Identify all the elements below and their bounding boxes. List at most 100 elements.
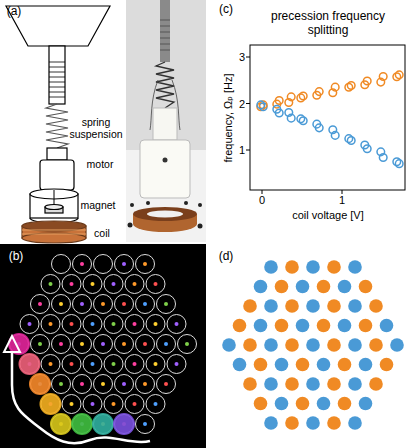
state-dot [359,319,373,333]
rotor-ring [62,315,81,334]
rotor-cell [73,375,92,394]
rotor-cell [146,315,165,334]
state-dot [380,319,394,333]
rotor-dot [70,282,74,286]
wave-marker [50,413,72,435]
rotor-dot [143,342,147,346]
rotor-cell [20,315,39,334]
rotor-ring [136,415,155,434]
rotor-cell [115,255,134,274]
wave-marker [40,393,62,415]
state-dot [338,397,352,411]
rotor-cell [146,395,165,414]
rotor-dot [101,382,105,386]
rotor-ring [167,355,186,374]
rotor-dot [70,322,74,326]
rotor-ring [94,295,113,314]
state-dot [285,377,299,391]
state-dot [327,377,341,391]
rotor-dot [101,262,105,266]
rotor-ring [157,375,176,394]
rotor-cell [41,275,60,294]
state-dot [275,280,289,294]
text-label: frequency, Ωₚ [Hz] [222,73,235,162]
rotor-dot [91,362,95,366]
data-point [363,77,371,85]
rotor-cell [94,335,113,354]
state-dot [254,319,268,333]
rotor-cell [115,375,134,394]
rotor-dot [101,342,105,346]
rotor-dot [80,262,84,266]
rotor-cell [52,335,71,354]
rotor-ring [146,395,165,414]
rotor-cell [62,315,81,334]
rotor-cell [52,375,71,394]
state-dot [254,397,268,411]
rotor-cell [31,295,50,314]
rotor-cell [157,335,176,354]
state-dot [285,299,299,313]
state-dot [359,280,373,294]
text-label: magnet [80,199,115,211]
data-point [299,92,307,100]
rotor-cell [52,255,71,274]
state-dot [233,319,247,333]
rotor-ring [146,275,165,294]
state-dot [380,358,394,372]
rotor-ring [125,395,144,414]
state-dot [306,299,320,313]
state-dot [327,299,341,313]
rotor-cell [83,355,102,374]
rotor-dot [112,282,116,286]
rotor-ring [52,255,71,274]
rotor-ring [146,355,165,374]
rotor-cell [115,335,134,354]
rotor-cell [104,355,123,374]
state-dot [243,338,257,352]
state-dot [264,416,278,430]
tick-label: 2 [239,97,245,110]
rotor-dot [49,322,53,326]
rotor-ring [136,335,155,354]
rotor-ring [125,355,144,374]
state-dot [264,377,278,391]
rotor-ring [31,335,50,354]
rotor-ring [73,375,92,394]
rotor-ring [41,355,60,374]
state-dot [317,358,331,372]
state-dot [369,377,383,391]
state-dot [233,358,247,372]
rotor-ring [104,315,123,334]
rotor-cell [115,295,134,314]
rotor-cell [94,375,113,394]
state-dot [254,358,268,372]
rotor-ring [52,375,71,394]
rotor-dot [49,282,53,286]
wave-marker [29,373,51,395]
rotor-ring [94,375,113,394]
state-dot [243,377,257,391]
data-point [285,109,293,117]
rotor-dot [59,302,63,306]
rotor-ring [115,335,134,354]
rotor-dot [80,302,84,306]
wave-marker [19,353,41,375]
rotor-cell [125,355,144,374]
data-point [287,93,295,101]
rotor-dot [185,342,189,346]
rotor-cell [83,315,102,334]
tick-label: 1 [339,194,345,207]
rotor-ring [178,335,197,354]
rotor-dot [38,302,42,306]
rotor-dot [164,302,168,306]
rotor-dot [112,322,116,326]
rotor-cell [73,255,92,274]
panel-letter: (a) [7,5,22,19]
rotor-dot [133,282,137,286]
axis-ticks [246,57,342,194]
state-dot [264,338,278,352]
data-point [275,97,283,105]
rotor-cell [167,355,186,374]
